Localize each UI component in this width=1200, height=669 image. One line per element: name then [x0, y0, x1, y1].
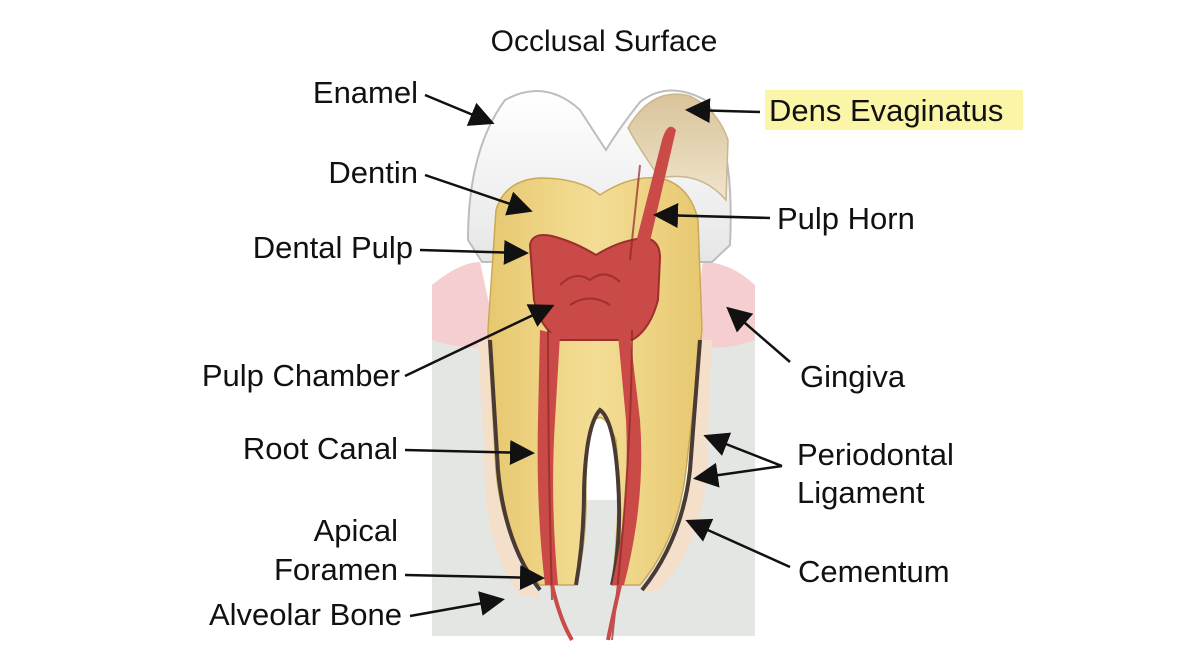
- pulp-horn-arrow: [653, 203, 771, 229]
- dental-pulp-arrow: [419, 239, 529, 265]
- leader-arrows: [404, 93, 791, 618]
- label-apical-foramen-line1: Apical: [314, 513, 398, 548]
- label-gingiva: Gingiva: [800, 359, 906, 394]
- cementum-inner-line: [574, 407, 622, 586]
- dens-evaginatus-highlight: [765, 90, 1023, 130]
- alveolar-bone-base: [432, 500, 755, 636]
- apical-vessels: [550, 584, 622, 642]
- label-enamel: Enamel: [313, 75, 418, 110]
- label-periodontal-ligament-line1: Periodontal: [797, 437, 954, 472]
- label-periodontal-ligament-line2: Ligament: [797, 475, 925, 510]
- cementum-arrow: [685, 518, 791, 569]
- label-cementum: Cementum: [798, 554, 950, 589]
- label-root-canal: Root Canal: [243, 431, 398, 466]
- label-pulp-chamber: Pulp Chamber: [202, 358, 400, 393]
- label-dentin: Dentin: [328, 155, 418, 190]
- pulp-chamber-arrow: [404, 304, 555, 378]
- periodontal-ligament-arrow-2: [693, 462, 783, 488]
- diagram-title: Occlusal Surface: [491, 25, 718, 58]
- periodontal-ligament-arrow-1: [703, 432, 783, 468]
- alveolar-bone-arrow: [409, 591, 505, 618]
- label-alveolar-bone: Alveolar Bone: [209, 597, 402, 632]
- root-canal-right: [612, 335, 642, 585]
- root-canal-arrow: [404, 440, 535, 466]
- label-dens-evaginatus: Dens Evaginatus: [769, 93, 1003, 128]
- gingiva-arrow: [726, 306, 791, 363]
- apical-foramen-arrow: [404, 565, 545, 591]
- label-apical-foramen-line2: Foramen: [274, 552, 398, 587]
- pulp-horn-shape: [632, 126, 676, 259]
- label-dental-pulp: Dental Pulp: [253, 230, 413, 265]
- dens-evaginatus-arrow: [685, 98, 761, 124]
- nerve-strands: [547, 164, 641, 641]
- gingiva-left: [432, 262, 498, 348]
- enamel-arrow: [424, 93, 495, 126]
- label-pulp-horn: Pulp Horn: [777, 201, 915, 236]
- dentin-arrow: [424, 173, 533, 216]
